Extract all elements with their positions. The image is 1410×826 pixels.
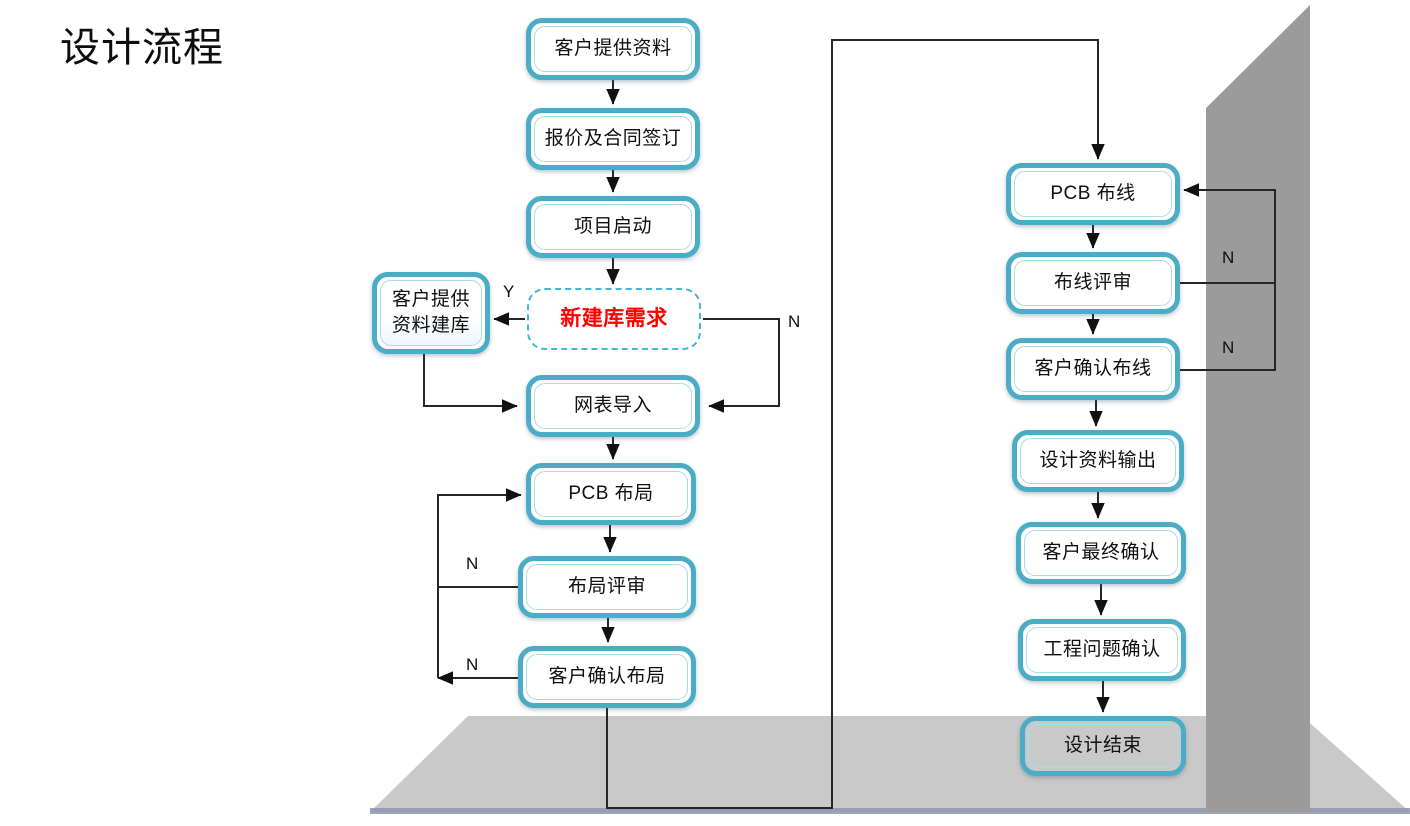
node-customer-confirm-routing[interactable]: 客户确认布线 xyxy=(1006,338,1180,400)
node-design-end[interactable]: 设计结束 xyxy=(1020,716,1186,776)
node-label: 布线评审 xyxy=(1053,271,1132,293)
node-body: 网表导入 xyxy=(534,383,692,429)
node-customer-confirm-layout[interactable]: 客户确认布局 xyxy=(518,646,696,708)
node-body: 客户最终确认 xyxy=(1024,530,1178,576)
node-body: 布线评审 xyxy=(1014,260,1172,306)
node-pcb-routing[interactable]: PCB 布线 xyxy=(1006,163,1180,225)
node-pcb-layout[interactable]: PCB 布局 xyxy=(526,463,696,525)
node-label: 工程问题确认 xyxy=(1043,638,1161,660)
node-label: 客户最终确认 xyxy=(1042,541,1160,563)
node-label: 设计资料输出 xyxy=(1039,449,1157,471)
floor-front-edge xyxy=(370,808,1410,814)
node-label: 客户提供 资料建库 xyxy=(391,288,470,336)
node-body: 布局评审 xyxy=(526,564,688,610)
node-label: 设计结束 xyxy=(1063,734,1142,756)
node-body: 报价及合同签订 xyxy=(534,116,692,162)
node-label: 客户确认布线 xyxy=(1034,357,1152,379)
branch-label-y-new-library: Y xyxy=(503,282,515,301)
node-label: 客户确认布局 xyxy=(548,665,666,687)
node-layout-review[interactable]: 布局评审 xyxy=(518,556,696,618)
node-label: 新建库需求 xyxy=(560,306,668,330)
node-project-kickoff[interactable]: 项目启动 xyxy=(526,196,700,258)
node-customer-provide-library-data[interactable]: 客户提供 资料建库 xyxy=(372,272,490,354)
edge-review-no-loop xyxy=(437,488,522,588)
branch-label-n-new-library: N xyxy=(788,312,801,331)
node-new-library-requirement[interactable]: 新建库需求 xyxy=(527,288,701,350)
edge-decision-no-to-netlist xyxy=(703,318,780,413)
node-netlist-import[interactable]: 网表导入 xyxy=(526,375,700,437)
node-label: 布局评审 xyxy=(567,575,646,597)
node-body: 客户确认布线 xyxy=(1014,346,1172,392)
node-engineering-issue-confirm[interactable]: 工程问题确认 xyxy=(1018,619,1186,681)
node-body: 客户确认布局 xyxy=(526,654,688,700)
node-body: PCB 布局 xyxy=(534,471,688,517)
node-customer-final-confirm[interactable]: 客户最终确认 xyxy=(1016,522,1186,584)
branch-label-n-customer-confirm-routing: N xyxy=(1222,338,1235,357)
node-body: 客户提供资料 xyxy=(534,26,692,72)
branch-label-n-customer-confirm-layout: N xyxy=(466,655,479,674)
node-routing-review[interactable]: 布线评审 xyxy=(1006,252,1180,314)
edge-routing-review-no-loop xyxy=(1180,183,1276,284)
node-label: 网表导入 xyxy=(573,394,652,416)
node-body: 新建库需求 xyxy=(529,290,699,348)
branch-label-n-routing-review: N xyxy=(1222,248,1235,267)
branch-label-n-layout-review: N xyxy=(466,554,479,573)
page-title: 设计流程 xyxy=(60,26,224,70)
node-label: 报价及合同签订 xyxy=(544,127,682,149)
node-customer-provide-data[interactable]: 客户提供资料 xyxy=(526,18,700,80)
floor-plane xyxy=(370,716,1410,812)
node-label: PCB 布局 xyxy=(568,482,654,504)
node-body: 客户提供 资料建库 xyxy=(380,280,482,346)
node-label: 项目启动 xyxy=(573,215,652,237)
wall-plane xyxy=(1206,5,1310,812)
node-quote-and-contract[interactable]: 报价及合同签订 xyxy=(526,108,700,170)
node-body: PCB 布线 xyxy=(1014,171,1172,217)
node-body: 设计资料输出 xyxy=(1020,438,1176,484)
node-body: 设计结束 xyxy=(1028,724,1178,768)
node-label: 客户提供资料 xyxy=(554,37,672,59)
node-label: PCB 布线 xyxy=(1050,182,1136,204)
edge-library-to-netlist xyxy=(423,354,518,413)
node-design-data-output[interactable]: 设计资料输出 xyxy=(1012,430,1184,492)
node-body: 项目启动 xyxy=(534,204,692,250)
node-body: 工程问题确认 xyxy=(1026,627,1178,673)
